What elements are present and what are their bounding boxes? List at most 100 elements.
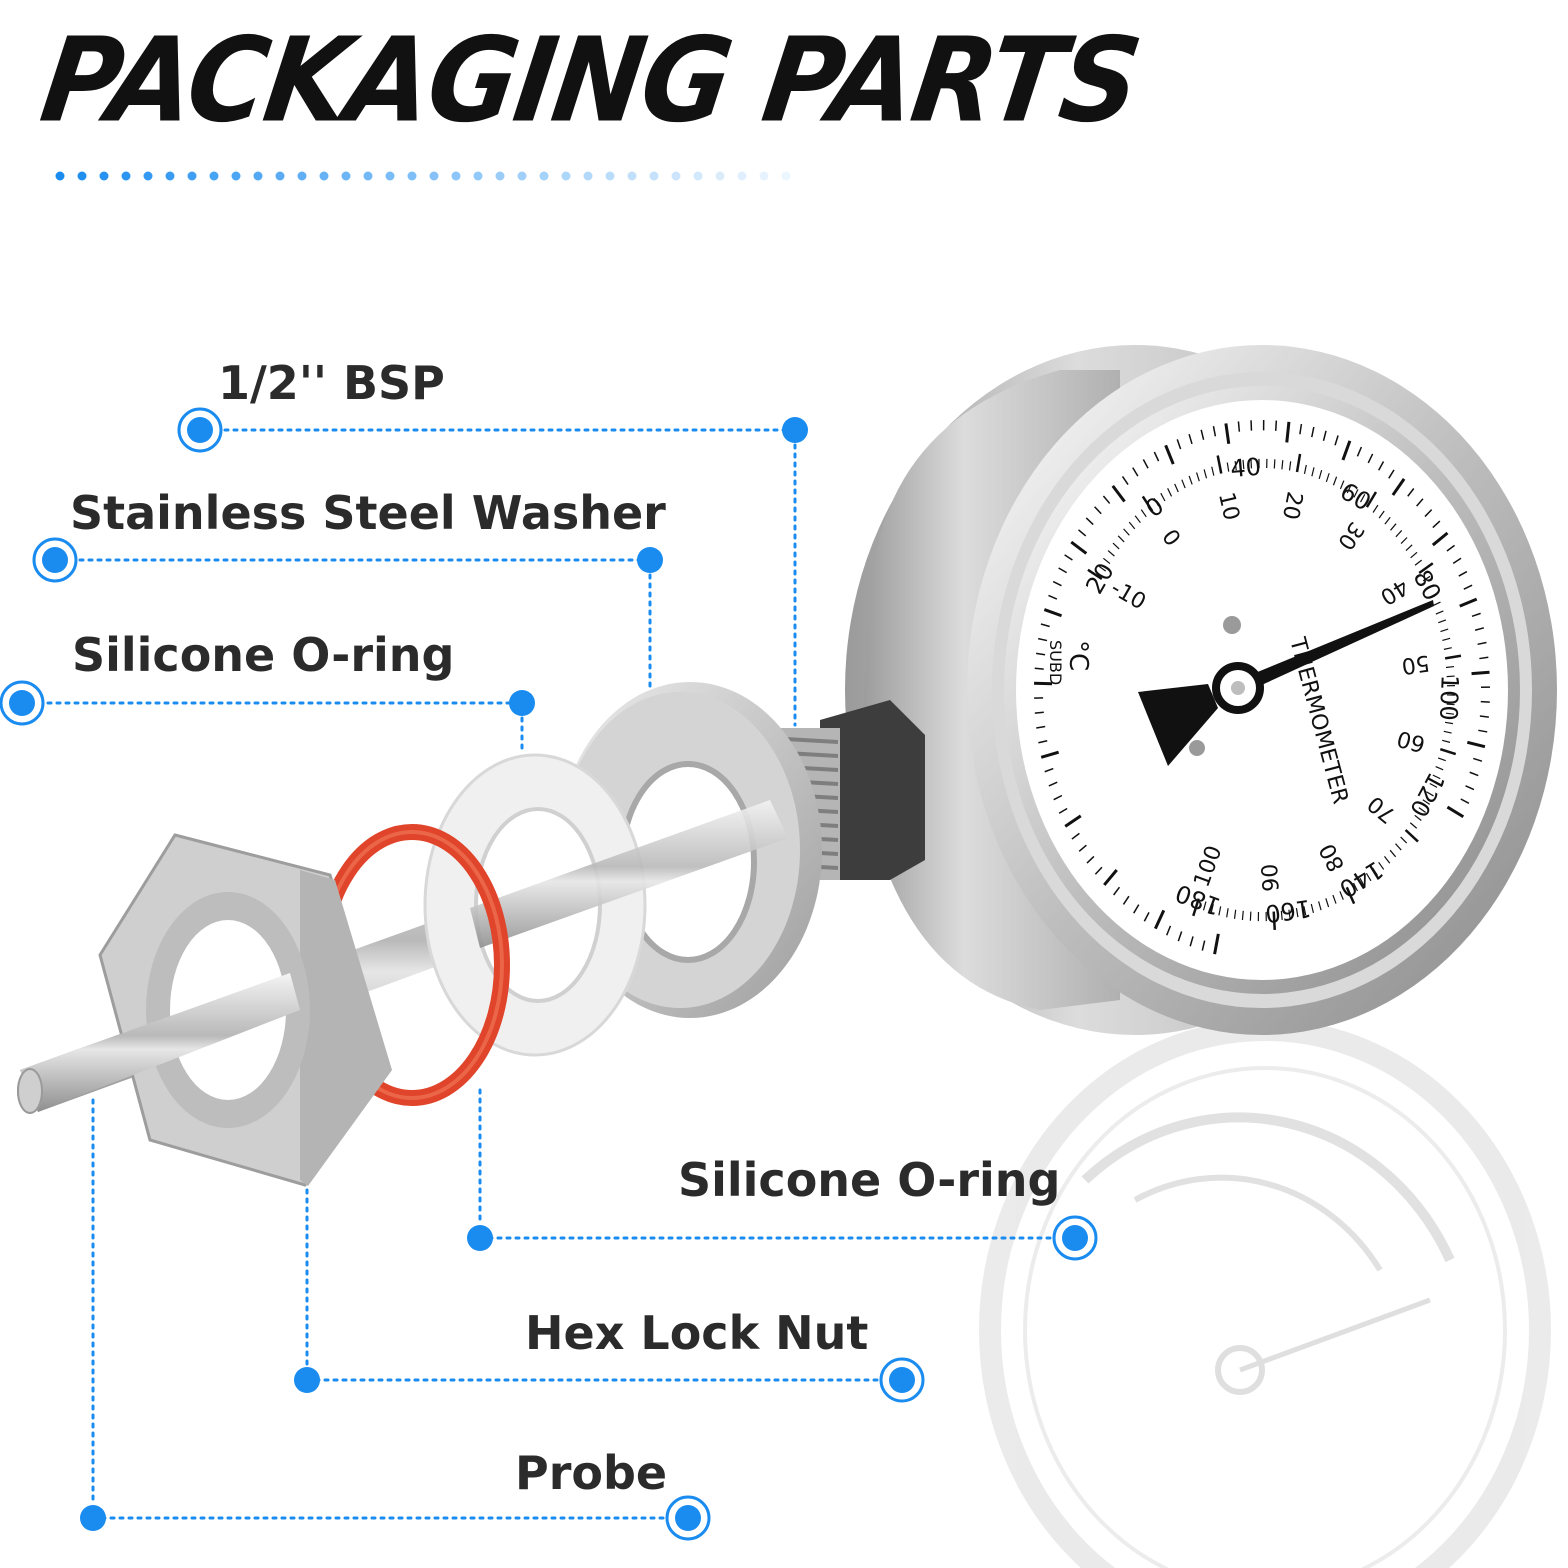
inner-tick — [1325, 898, 1330, 908]
inner-scale-label: 90 — [1258, 863, 1285, 893]
hex-lock-nut — [17, 833, 392, 1187]
inner-tick — [1414, 559, 1423, 566]
callout-marker-dot — [42, 547, 68, 573]
title-dot — [99, 171, 109, 181]
title-dot — [649, 171, 659, 181]
inner-tick — [1395, 530, 1403, 538]
inner-tick — [1443, 730, 1452, 734]
outer-tick — [1053, 794, 1063, 801]
title-dot — [187, 171, 197, 181]
inner-tick — [1378, 510, 1385, 519]
outer-tick — [1479, 715, 1489, 718]
outer-tick — [1121, 475, 1129, 486]
inner-tick — [1422, 575, 1431, 582]
callout-marker-ring — [177, 407, 223, 453]
outer-tick — [1036, 725, 1046, 729]
title-dot — [517, 171, 527, 181]
gauge-unit: °C — [1063, 640, 1093, 671]
outer-tick — [1473, 757, 1483, 762]
callout-lines — [0, 407, 1098, 1541]
inner-tick — [1359, 877, 1365, 887]
inner-tick — [1400, 537, 1408, 544]
title-dot — [407, 171, 417, 181]
outer-tick — [1446, 805, 1465, 819]
inner-scale-label: 10 — [1213, 490, 1244, 523]
inner-tick — [1432, 601, 1441, 607]
inner-tick — [1112, 542, 1120, 550]
outer-tick — [1466, 740, 1486, 749]
inner-tick — [1438, 619, 1447, 624]
inner-tick — [1443, 647, 1452, 650]
inner-tick — [1410, 551, 1418, 559]
inner-tick — [1418, 562, 1434, 574]
inner-tick — [1241, 910, 1244, 921]
outer-tick — [1299, 423, 1303, 435]
outer-tick — [1478, 729, 1488, 733]
outer-tick — [1071, 832, 1080, 840]
outer-tick — [1085, 517, 1094, 526]
callout-marker-dot — [1062, 1225, 1088, 1251]
title-dot — [77, 171, 87, 181]
inner-tick — [1273, 459, 1276, 469]
inner-tick — [1339, 480, 1345, 490]
outer-tick — [1407, 488, 1415, 497]
outer-tick — [1479, 656, 1489, 660]
outer-tick — [1113, 886, 1121, 896]
inner-tick — [1404, 829, 1419, 843]
outer-tick — [1416, 498, 1424, 507]
callout-end-dot — [80, 1505, 106, 1531]
outer-tick — [1458, 570, 1468, 577]
outer-tick — [1048, 781, 1058, 787]
outer-tick — [1334, 435, 1339, 446]
inner-tick — [1288, 461, 1292, 471]
outer-tick — [1034, 667, 1044, 670]
outer-tick — [1201, 940, 1206, 951]
inner-tick — [1445, 665, 1455, 669]
inner-tick — [1444, 721, 1454, 725]
outer-tick — [1034, 681, 1053, 686]
callout-marker-dot — [9, 690, 35, 716]
outer-tick — [1424, 509, 1433, 518]
title-dot — [671, 171, 681, 181]
outer-tick — [1086, 855, 1095, 864]
inner-tick — [1140, 509, 1147, 518]
inner-tick — [1365, 872, 1372, 882]
inner-tick — [1426, 791, 1434, 797]
inner-tick — [1141, 495, 1154, 512]
title-dot — [121, 171, 131, 181]
outer-tick — [1213, 933, 1220, 955]
callout-end-dot — [782, 417, 808, 443]
outer-tick — [1142, 459, 1149, 469]
inner-tick — [1303, 906, 1307, 916]
outer-tick — [1038, 637, 1048, 642]
callout-marker-dot — [187, 417, 213, 443]
inner-tick — [1435, 766, 1444, 771]
callout-end-dot — [637, 547, 663, 573]
inner-tick — [1440, 628, 1449, 633]
outer-tick — [1189, 936, 1194, 947]
inner-tick — [1332, 894, 1337, 904]
inner-tick — [1202, 901, 1207, 911]
outer-tick — [1077, 529, 1087, 537]
outer-tick — [1094, 506, 1102, 515]
inner-tick — [1378, 861, 1385, 870]
outer-tick — [1452, 557, 1462, 564]
outer-tick — [1391, 478, 1406, 496]
inner-tick — [1295, 453, 1302, 473]
outer-tick — [1431, 531, 1449, 547]
outer-tick — [1367, 453, 1374, 464]
inner-tick — [1174, 483, 1179, 493]
outer-tick — [1237, 421, 1241, 432]
outer-tick — [1040, 750, 1060, 759]
inner-tick — [1103, 557, 1111, 565]
inner-tick — [1418, 807, 1427, 814]
inner-tick — [1310, 903, 1315, 913]
inner-tick — [1242, 459, 1245, 470]
inner-tick — [1295, 908, 1299, 918]
callout-label-hex-nut: Hex Lock Nut — [525, 1306, 869, 1360]
outer-tick — [1132, 467, 1139, 477]
outer-tick — [1463, 584, 1473, 590]
title-dot — [231, 171, 241, 181]
inner-tick — [1446, 703, 1455, 706]
